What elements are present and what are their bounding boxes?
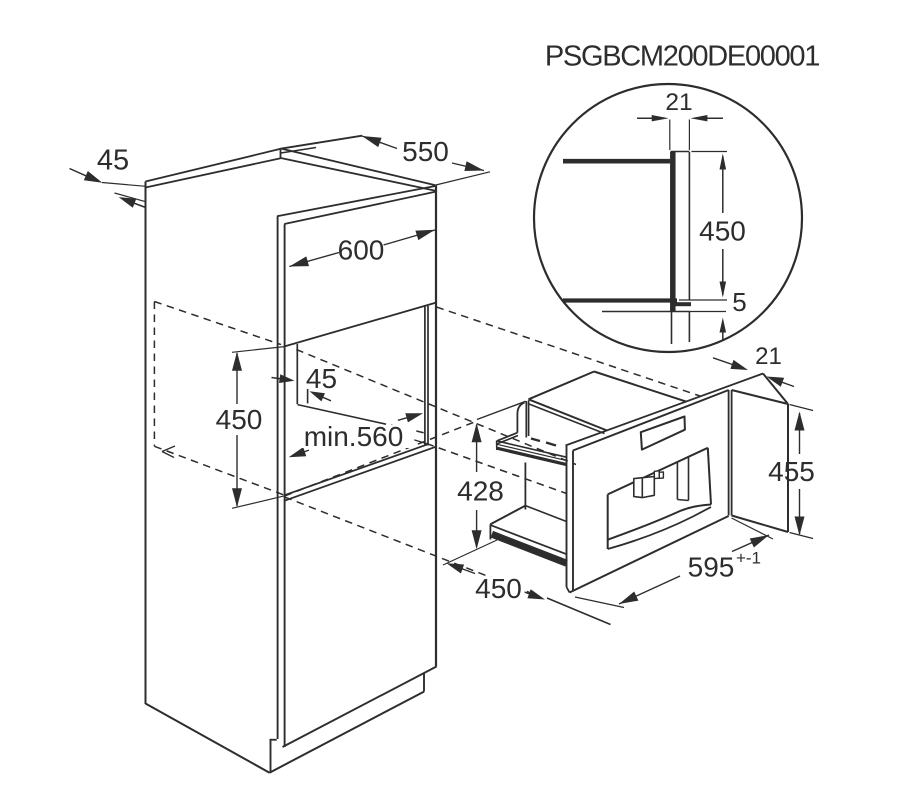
svg-text:+-1: +-1 [736, 549, 761, 568]
svg-text:450: 450 [699, 216, 746, 247]
svg-text:550: 550 [402, 136, 449, 167]
svg-text:450: 450 [475, 573, 522, 604]
svg-text:PSGBCM200DE00001: PSGBCM200DE00001 [545, 41, 819, 73]
svg-text:min.560: min.560 [304, 421, 404, 452]
svg-text:600: 600 [338, 235, 385, 266]
svg-text:455: 455 [768, 456, 815, 487]
svg-text:45: 45 [97, 144, 129, 176]
svg-text:428: 428 [457, 476, 504, 507]
svg-text:450: 450 [216, 404, 263, 435]
svg-text:21: 21 [665, 89, 692, 116]
svg-text:45: 45 [306, 363, 337, 394]
svg-text:21: 21 [755, 343, 782, 370]
svg-text:595: 595 [688, 552, 735, 583]
svg-text:5: 5 [732, 287, 746, 317]
